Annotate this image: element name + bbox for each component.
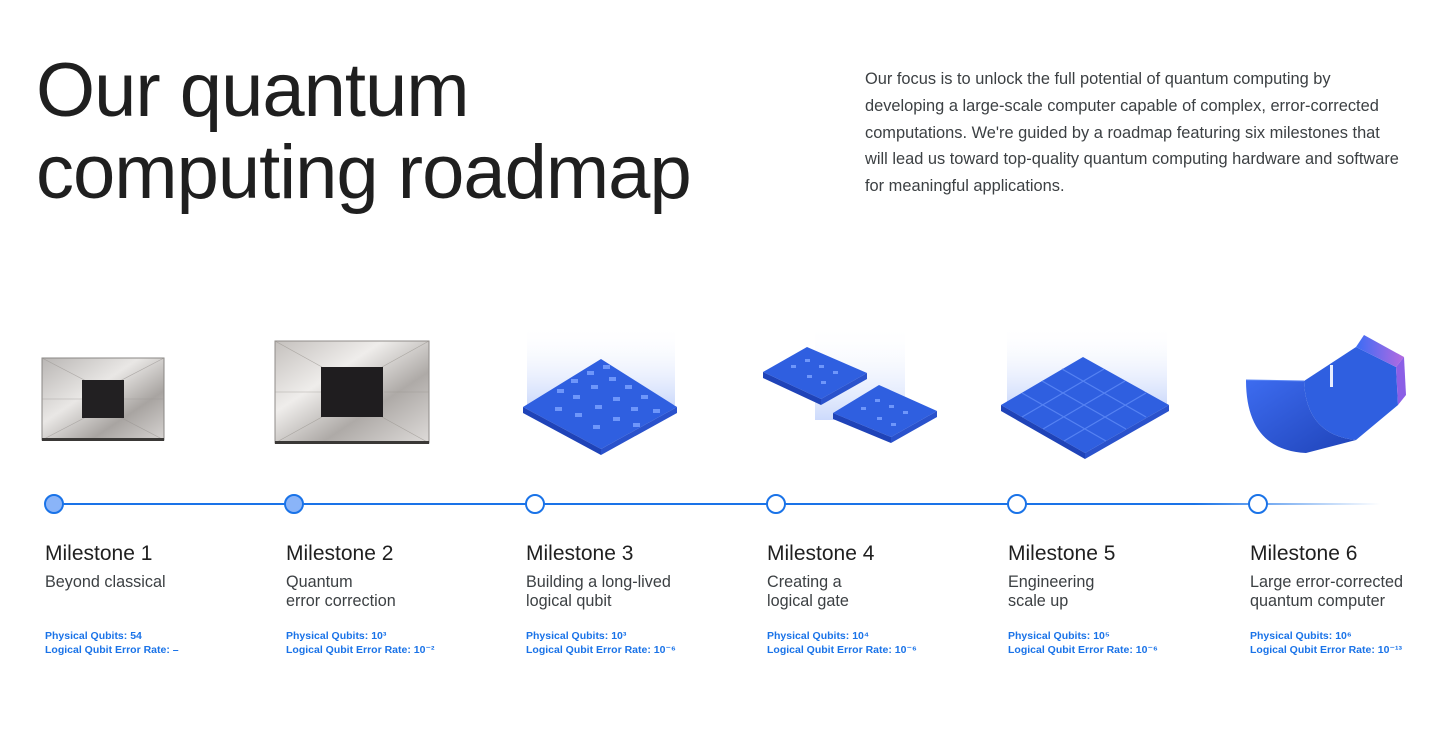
milestone-subtitle: Creating a logical gate <box>767 573 849 610</box>
milestone-title: Milestone 1 <box>45 542 153 565</box>
logical-error-rate: Logical Qubit Error Rate: 10⁻⁶ <box>1008 644 1158 656</box>
milestone-1: Milestone 1 Beyond classical Physical Qu… <box>45 541 255 656</box>
milestone-6: Milestone 6 Large error-corrected quantu… <box>1250 541 1456 656</box>
milestone-subtitle: Quantum error correction <box>286 573 396 610</box>
milestone-5-scale-up-image <box>993 325 1193 465</box>
milestone-4-logical-gate-image <box>755 325 955 465</box>
milestone-stats: Physical Qubits: 10³ Logical Qubit Error… <box>286 629 506 657</box>
milestone-3-qubit-grid-image <box>515 325 715 465</box>
milestone-stats: Physical Qubits: 54 Logical Qubit Error … <box>45 629 265 657</box>
timeline-line <box>54 503 1380 505</box>
two-tile-gate-icon <box>763 325 937 443</box>
logical-error-rate: Logical Qubit Error Rate: – <box>45 644 179 656</box>
physical-qubits: Physical Qubits: 10⁵ <box>1008 630 1110 642</box>
physical-qubits: Physical Qubits: 54 <box>45 630 142 642</box>
milestone-6-node[interactable] <box>1248 494 1268 514</box>
logical-error-rate: Logical Qubit Error Rate: 10⁻⁶ <box>767 644 917 656</box>
milestone-2-chip-image <box>266 325 466 465</box>
milestone-title: Milestone 6 <box>1250 542 1358 565</box>
milestone-title: Milestone 5 <box>1008 542 1116 565</box>
page-title-line-2: computing roadmap <box>36 130 692 215</box>
milestone-subtitle: Engineering scale up <box>1008 573 1095 610</box>
milestone-stats: Physical Qubits: 10⁶ Logical Qubit Error… <box>1250 629 1456 657</box>
milestone-4: Milestone 4 Creating a logical gate Phys… <box>767 541 977 656</box>
logical-error-rate: Logical Qubit Error Rate: 10⁻² <box>286 644 435 656</box>
milestone-subtitle: Building a long-lived logical qubit <box>526 573 671 610</box>
physical-qubits: Physical Qubits: 10⁴ <box>767 630 870 642</box>
milestone-2-node[interactable] <box>284 494 304 514</box>
physical-qubits: Physical Qubits: 10⁶ <box>1250 630 1352 642</box>
sycamore-chip-icon <box>41 357 165 441</box>
milestone-title: Milestone 3 <box>526 542 634 565</box>
milestone-title: Milestone 4 <box>767 542 875 565</box>
chip-icon <box>274 340 430 444</box>
milestone-3-node[interactable] <box>525 494 545 514</box>
milestone-5-node[interactable] <box>1007 494 1027 514</box>
physical-qubits: Physical Qubits: 10³ <box>286 630 387 642</box>
milestone-3: Milestone 3 Building a long-lived logica… <box>526 541 736 656</box>
milestone-5: Milestone 5 Engineering scale up Physica… <box>1008 541 1218 656</box>
page-title-line-1: Our quantum <box>36 48 470 133</box>
milestone-subtitle: Large error-corrected quantum computer <box>1250 573 1403 610</box>
milestone-1-node[interactable] <box>44 494 64 514</box>
physical-qubits: Physical Qubits: 10³ <box>526 630 627 642</box>
milestone-subtitle: Beyond classical <box>45 573 166 591</box>
milestone-stats: Physical Qubits: 10⁴ Logical Qubit Error… <box>767 629 987 657</box>
page-title: Our quantum computing roadmap <box>36 50 816 214</box>
timeline <box>54 503 1380 505</box>
cryostat-module-icon <box>1245 335 1406 453</box>
qubit-grid-tile-icon <box>523 325 677 455</box>
milestone-title: Milestone 2 <box>286 542 394 565</box>
tiled-array-icon <box>1001 325 1169 459</box>
intro-paragraph: Our focus is to unlock the full potentia… <box>865 70 1399 196</box>
milestone-6-quantum-computer-image <box>1236 325 1436 465</box>
milestone-4-node[interactable] <box>766 494 786 514</box>
milestone-1-chip-image <box>30 325 230 465</box>
logical-error-rate: Logical Qubit Error Rate: 10⁻⁶ <box>526 644 676 656</box>
milestone-2: Milestone 2 Quantum error correction Phy… <box>286 541 496 656</box>
milestone-stats: Physical Qubits: 10³ Logical Qubit Error… <box>526 629 746 657</box>
logical-error-rate: Logical Qubit Error Rate: 10⁻¹³ <box>1250 644 1402 656</box>
milestone-stats: Physical Qubits: 10⁵ Logical Qubit Error… <box>1008 629 1228 657</box>
